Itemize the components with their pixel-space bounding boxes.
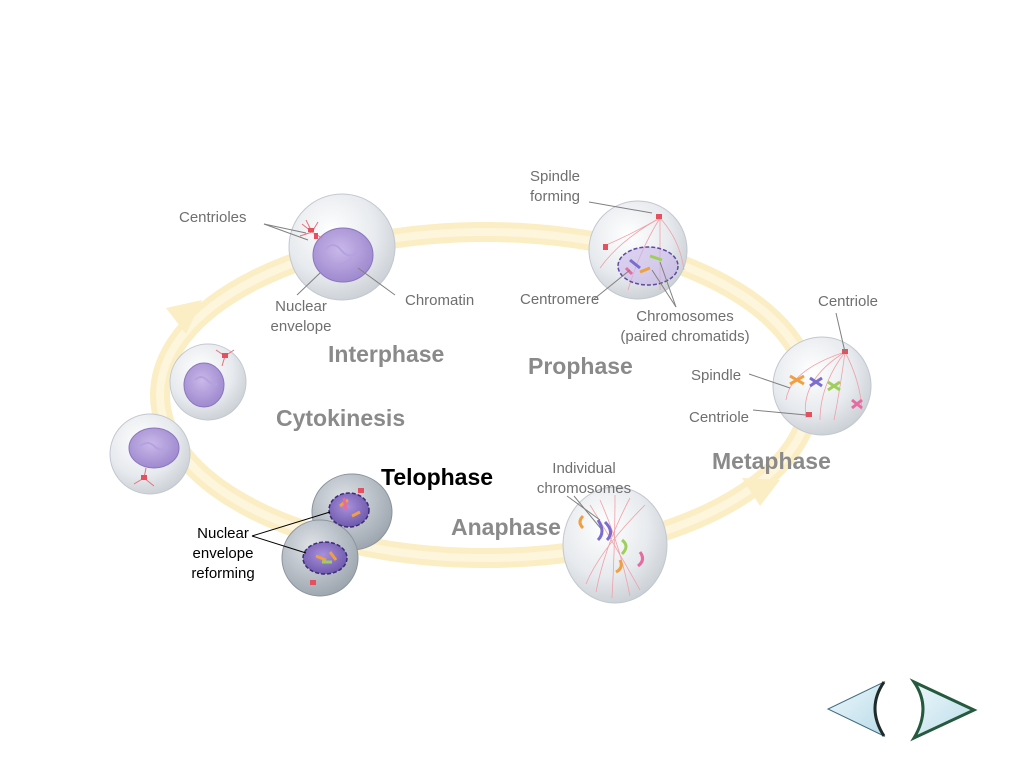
phase-label-cytokinesis: Cytokinesis	[276, 405, 406, 431]
cytokinesis-cell-lower	[109, 413, 191, 495]
phase-label-interphase: Interphase	[328, 341, 445, 367]
label-reforming-line3: reforming	[191, 565, 255, 582]
label-chromosomes-line2: (paired chromatids)	[620, 328, 750, 345]
label-nuclear-envelope-reforming: Nuclear envelope reforming	[184, 524, 262, 584]
label-spindle-forming: Spindle forming	[520, 167, 590, 207]
prophase-cell	[588, 200, 688, 300]
cycle-arrow-icon	[742, 478, 780, 506]
phase-label-anaphase: Anaphase	[451, 514, 561, 540]
label-chromosomes-paired: Chromosomes (paired chromatids)	[610, 307, 760, 347]
label-centriole-top: Centriole	[818, 293, 879, 310]
cycle-ring	[150, 222, 820, 568]
label-reforming-line1: Nuclear	[197, 525, 249, 542]
label-chromatin: Chromatin	[405, 292, 475, 309]
telophase-cell	[281, 473, 393, 597]
label-nuclear-envelope-line1: Nuclear	[275, 298, 327, 315]
interphase-cell	[288, 193, 396, 301]
label-individual-chromosomes-line2: chromosomes	[536, 480, 632, 497]
phase-label-metaphase: Metaphase	[712, 448, 831, 474]
label-spindle-forming-line2: forming	[529, 188, 581, 205]
label-nuclear-envelope: Nuclear envelope	[262, 297, 340, 337]
label-spindle: Spindle	[691, 367, 742, 384]
label-centriole-bottom: Centriole	[689, 409, 750, 426]
label-centrioles: Centrioles	[179, 209, 247, 226]
metaphase-cell	[772, 336, 872, 436]
label-chromosomes-line1: Chromosomes	[636, 308, 734, 325]
next-button[interactable]	[909, 678, 978, 742]
label-centromere: Centromere	[520, 291, 600, 308]
leader-lines	[263, 201, 846, 531]
leader-lines-telophase	[251, 511, 331, 554]
anaphase-cell	[562, 486, 668, 604]
label-individual-chromosomes-line1: Individual	[552, 460, 616, 477]
cycle-arrow-icon	[166, 300, 202, 334]
label-reforming-line2: envelope	[192, 545, 254, 562]
phase-label-telophase: Telophase	[381, 464, 494, 490]
label-nuclear-envelope-line2: envelope	[270, 318, 332, 335]
label-individual-chromosomes: Individual chromosomes	[525, 459, 643, 499]
phase-label-prophase: Prophase	[528, 353, 633, 379]
label-spindle-forming-line1: Spindle	[529, 168, 581, 185]
cytokinesis-cell-upper	[169, 343, 247, 421]
previous-button[interactable]	[826, 680, 886, 738]
